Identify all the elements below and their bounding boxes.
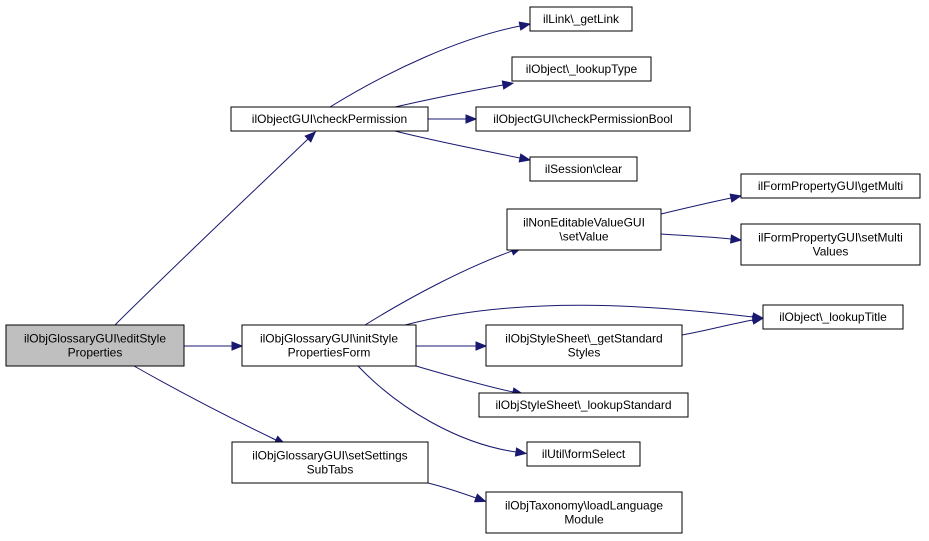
node-label: ilObjGlossaryGUI\editStyle [24,332,166,346]
node-box [231,441,429,484]
edge-root-to-checkPermission [114,131,317,326]
node-box [511,56,652,82]
nodes-layer: ilObjGlossaryGUI\editStylePropertiesilOb… [5,6,921,534]
node-label: ilObjTaxonomy\loadLanguage [505,499,663,513]
arrowhead [473,493,487,503]
node-box [529,156,638,182]
arrowhead [729,193,743,203]
node-label: ilFormPropertyGUI\setMulti [758,231,903,245]
node-label: ilObject\_lookupTitle [779,310,887,324]
edge-checkPermission-to-sessionClear [394,130,532,163]
edge-setSettingsSubTabs-to-loadLanguageModule [427,482,487,503]
node-box [526,441,641,467]
node-box [529,6,633,32]
node-box [478,392,689,418]
node-label: ilLink\_getLink [543,12,620,26]
edge-nonEditableSetValue-to-setMultiValues [660,233,743,244]
node-checkPermissionBool[interactable]: ilObjectGUI\checkPermissionBool [475,106,691,132]
edge-initStyleForm-to-lookupStandard [415,365,525,397]
edge-initStyleForm-to-lookupTitle [404,304,765,326]
edge-checkPermission-to-checkPermissionBool [428,114,478,124]
edge-line [660,197,732,215]
node-label: ilFormPropertyGUI\getMulti [758,179,903,193]
edge-initStyleForm-to-formSelect [357,365,528,457]
node-label: Values [813,245,849,259]
node-label: Styles [568,346,601,360]
edge-root-to-setSettingsSubTabs [133,365,287,445]
node-box [241,324,417,367]
edge-nonEditableSetValue-to-getMulti [660,193,743,215]
node-getLink[interactable]: ilLink\_getLink [529,6,633,32]
edge-line [329,25,521,108]
node-label: ilSession\clear [545,162,622,176]
arrowhead [465,114,478,124]
edge-root-to-initStyleForm [184,341,244,351]
edge-checkPermission-to-lookupType [394,80,515,108]
arrowhead [518,21,532,31]
edge-initStyleForm-to-nonEditableSetValue [364,246,523,326]
edge-initStyleForm-to-getStandardStyles [416,341,488,351]
edge-line [364,250,513,326]
arrowhead [304,131,317,143]
node-lookupTitle[interactable]: ilObject\_lookupTitle [762,304,904,330]
edge-line [357,365,517,453]
node-box [230,106,429,132]
node-lookupType[interactable]: ilObject\_lookupType [511,56,652,82]
edge-checkPermission-to-getLink [329,21,532,108]
node-label: PropertiesForm [288,346,371,360]
edges-layer [114,21,765,503]
node-box [506,208,662,251]
node-box [475,106,691,132]
edge-line [133,365,277,441]
node-label: ilObjGlossaryGUI\initStyle [260,332,398,346]
node-label: ilObjectGUI\checkPermission [252,112,407,126]
node-label: ilObjStyleSheet\_getStandard [505,332,662,346]
node-getMulti[interactable]: ilFormPropertyGUI\getMulti [740,173,921,199]
node-sessionClear[interactable]: ilSession\clear [529,156,638,182]
node-lookupStandard[interactable]: ilObjStyleSheet\_lookupStandard [478,392,689,418]
edge-line [415,365,514,393]
node-label: ilObjectGUI\checkPermissionBool [493,112,672,126]
arrowhead [514,447,528,457]
node-label: ilNonEditableValueGUI [523,216,645,230]
node-label: ilUtil\formSelect [542,447,626,461]
arrowhead [751,315,765,325]
node-label: Module [564,513,604,527]
node-label: \setValue [559,230,608,244]
node-label: ilObject\_lookupType [526,62,638,76]
node-box [740,173,921,199]
edge-line [427,482,477,499]
edge-line [394,84,504,108]
arrowhead [231,341,244,351]
edge-line [404,304,754,326]
edge-line [114,138,309,326]
edge-line [681,319,754,336]
node-label: SubTabs [307,463,354,477]
node-label: ilObjGlossaryGUI\setSettings [252,449,407,463]
node-checkPermission[interactable]: ilObjectGUI\checkPermission [230,106,429,132]
edge-line [394,130,521,159]
arrowhead [730,234,743,244]
arrowhead [475,341,488,351]
node-box [485,324,683,367]
node-box [5,324,185,367]
edge-getStandardStyles-to-lookupTitle [681,315,765,336]
edge-line [660,233,732,240]
arrowhead [518,153,532,163]
node-nonEditableSetValue[interactable]: ilNonEditableValueGUI\setValue [506,208,662,251]
arrowhead [501,80,515,90]
node-formSelect[interactable]: ilUtil\formSelect [526,441,641,467]
node-box [485,491,683,534]
node-box [740,223,921,266]
node-label: ilObjStyleSheet\_lookupStandard [495,398,671,412]
node-label: Properties [68,346,123,360]
node-box [762,304,904,330]
